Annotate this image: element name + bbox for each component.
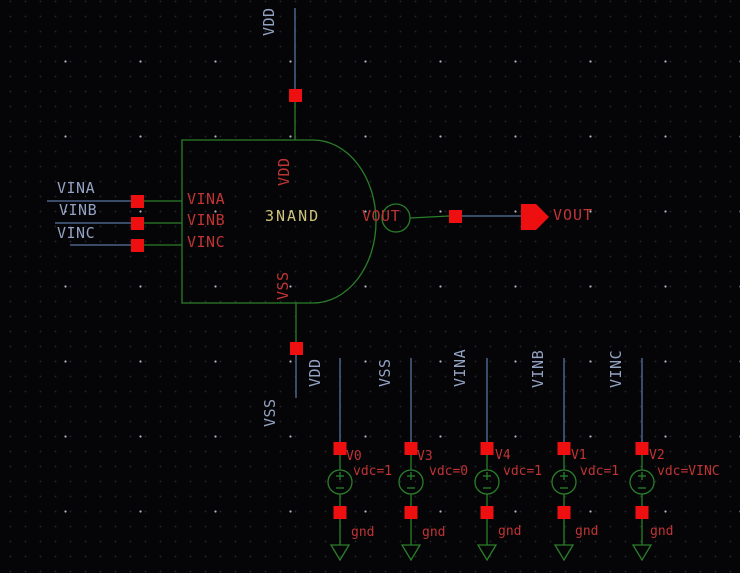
gate-pin-label-vinb: VINB (187, 211, 226, 229)
pin-square-v1-minus[interactable] (557, 506, 571, 519)
pin-square-vinc[interactable] (131, 239, 144, 252)
gnd-symbol-1[interactable] (329, 544, 351, 562)
pin-square-vinb[interactable] (131, 217, 144, 230)
pin-square-v2-minus[interactable] (635, 506, 649, 519)
pin-square-v4-minus[interactable] (480, 506, 494, 519)
vsource-name-v0[interactable]: V0 (346, 449, 362, 464)
net-label-vinb[interactable]: VINB (59, 201, 98, 219)
gnd-symbol-3[interactable] (476, 544, 498, 562)
net-label-vinc[interactable]: VINC (57, 224, 96, 242)
gnd-label-1[interactable]: gnd (351, 525, 375, 540)
gate-pin-label-vout: VOUT (362, 207, 401, 225)
vsource-v2[interactable] (629, 358, 655, 562)
gnd-label-5[interactable]: gnd (650, 524, 674, 539)
gnd-label-2[interactable]: gnd (422, 525, 446, 540)
vsource-v3[interactable] (398, 358, 424, 562)
vsource-name-v1[interactable]: V1 (571, 448, 587, 463)
net-label-src-vdd[interactable]: VDD (306, 358, 324, 387)
net-label-src-vina[interactable]: VINA (451, 348, 469, 387)
vsource-name-v3[interactable]: V3 (417, 449, 433, 464)
net-label-src-vinb[interactable]: VINB (529, 349, 547, 388)
vsource-name-v2[interactable]: V2 (649, 448, 665, 463)
vsource-v0[interactable] (327, 358, 353, 562)
gnd-label-4[interactable]: gnd (575, 524, 599, 539)
gate-pin-label-vina: VINA (187, 190, 226, 208)
net-label-vina[interactable]: VINA (57, 179, 96, 197)
net-label-vdd-top[interactable]: VDD (260, 7, 278, 36)
gate-cell-name: 3NAND (265, 207, 321, 225)
nand-gate-outline[interactable] (181, 139, 377, 304)
gate-pin-label-vdd: VDD (275, 157, 293, 186)
gnd-symbol-2[interactable] (400, 544, 422, 562)
pin-square-v4-plus[interactable] (480, 442, 494, 455)
vsource-value-v0[interactable]: vdc=1 (353, 464, 393, 479)
pin-square-v3-plus[interactable] (404, 442, 418, 455)
pin-square-vdd-top[interactable] (289, 89, 302, 102)
vsource-v4[interactable] (474, 358, 500, 562)
pin-square-vina[interactable] (131, 195, 144, 208)
vsource-value-v3[interactable]: vdc=0 (429, 464, 469, 479)
gate-pin-label-vinc: VINC (187, 233, 226, 251)
gnd-label-3[interactable]: gnd (498, 524, 522, 539)
net-label-src-vss[interactable]: VSS (376, 358, 394, 387)
port-label-vout[interactable]: VOUT (553, 206, 594, 224)
gate-pin-label-vss: VSS (274, 271, 292, 300)
vsource-value-v1[interactable]: vdc=1 (580, 464, 620, 479)
vsource-value-v2[interactable]: vdc=VINC (657, 464, 720, 479)
pin-square-v0-plus[interactable] (333, 442, 347, 455)
pin-square-v2-plus[interactable] (635, 442, 649, 455)
net-label-src-vinc[interactable]: VINC (607, 349, 625, 388)
pin-square-vss-gate[interactable] (290, 342, 303, 355)
vsource-value-v4[interactable]: vdc=1 (503, 464, 543, 479)
vsource-v1[interactable] (551, 358, 577, 562)
pin-square-v0-minus[interactable] (333, 506, 347, 519)
gnd-symbol-4[interactable] (553, 544, 575, 562)
pin-square-v3-minus[interactable] (404, 506, 418, 519)
output-port-arrow[interactable] (521, 204, 549, 230)
vsource-name-v4[interactable]: V4 (495, 448, 511, 463)
net-label-vss-bottom[interactable]: VSS (261, 398, 279, 427)
pin-square-v1-plus[interactable] (557, 442, 571, 455)
stub-vout[interactable] (409, 215, 450, 219)
gnd-symbol-5[interactable] (631, 544, 653, 562)
pin-square-vout[interactable] (449, 210, 462, 223)
